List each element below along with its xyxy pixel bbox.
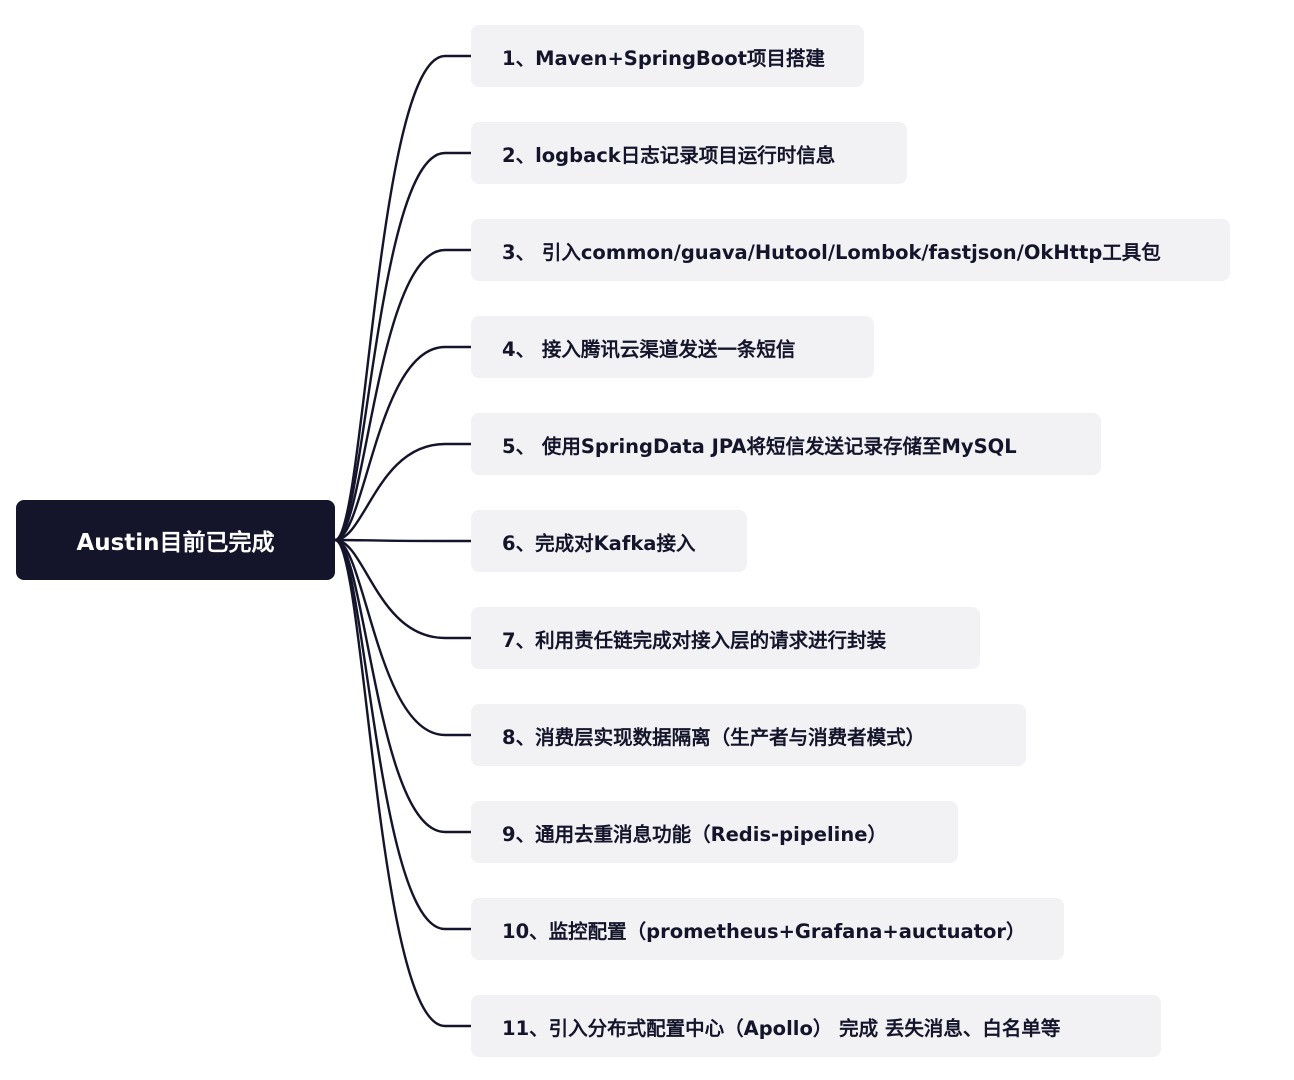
connector-line-1 (333, 54, 473, 542)
root-node[interactable]: Austin目前已完成 (16, 500, 335, 580)
branch-node-11[interactable]: 11、引入分布式配置中心（Apollo） 完成 丢失消息、白名单等 (471, 995, 1161, 1057)
branch-node-label: 11、引入分布式配置中心（Apollo） 完成 丢失消息、白名单等 (502, 1016, 1061, 1040)
branch-node-6[interactable]: 6、完成对Kafka接入 (471, 510, 747, 572)
branch-node-7[interactable]: 7、利用责任链完成对接入层的请求进行封装 (471, 607, 980, 669)
branch-node-label: 3、 引入common/guava/Hutool/Lombok/fastjson… (502, 240, 1161, 264)
branch-node-5[interactable]: 5、 使用SpringData JPA将短信发送记录存储至MySQL (471, 413, 1101, 475)
connector-line-2 (333, 151, 473, 542)
branch-node-2[interactable]: 2、logback日志记录项目运行时信息 (471, 122, 907, 184)
branch-node-label: 5、 使用SpringData JPA将短信发送记录存储至MySQL (502, 434, 1017, 458)
branch-node-label: 2、logback日志记录项目运行时信息 (502, 143, 836, 167)
branch-node-label: 4、 接入腾讯云渠道发送一条短信 (502, 337, 796, 361)
connector-line-5 (333, 442, 473, 542)
branch-node-label: 10、监控配置（prometheus+Grafana+auctuator） (502, 919, 1026, 943)
branch-node-3[interactable]: 3、 引入common/guava/Hutool/Lombok/fastjson… (471, 219, 1230, 281)
branch-node-label: 9、通用去重消息功能（Redis-pipeline） (502, 822, 887, 846)
connector-line-6 (333, 538, 473, 543)
connector-line-8 (333, 538, 473, 737)
branch-node-label: 7、利用责任链完成对接入层的请求进行封装 (502, 628, 887, 652)
branch-node-10[interactable]: 10、监控配置（prometheus+Grafana+auctuator） (471, 898, 1064, 960)
connector-line-7 (333, 538, 473, 640)
branch-node-9[interactable]: 9、通用去重消息功能（Redis-pipeline） (471, 801, 958, 863)
connector-line-3 (333, 248, 473, 542)
branch-node-8[interactable]: 8、消费层实现数据隔离（生产者与消费者模式） (471, 704, 1026, 766)
branch-node-label: 1、Maven+SpringBoot项目搭建 (502, 46, 825, 70)
branch-node-label: 8、消费层实现数据隔离（生产者与消费者模式） (502, 725, 926, 749)
connector-line-11 (333, 538, 473, 1028)
branch-node-label: 6、完成对Kafka接入 (502, 531, 696, 555)
connector-line-9 (333, 538, 473, 834)
connector-line-4 (333, 345, 473, 542)
root-node-label: Austin目前已完成 (76, 530, 275, 556)
branch-node-1[interactable]: 1、Maven+SpringBoot项目搭建 (471, 25, 864, 87)
branch-node-4[interactable]: 4、 接入腾讯云渠道发送一条短信 (471, 316, 874, 378)
connector-line-10 (333, 538, 473, 931)
